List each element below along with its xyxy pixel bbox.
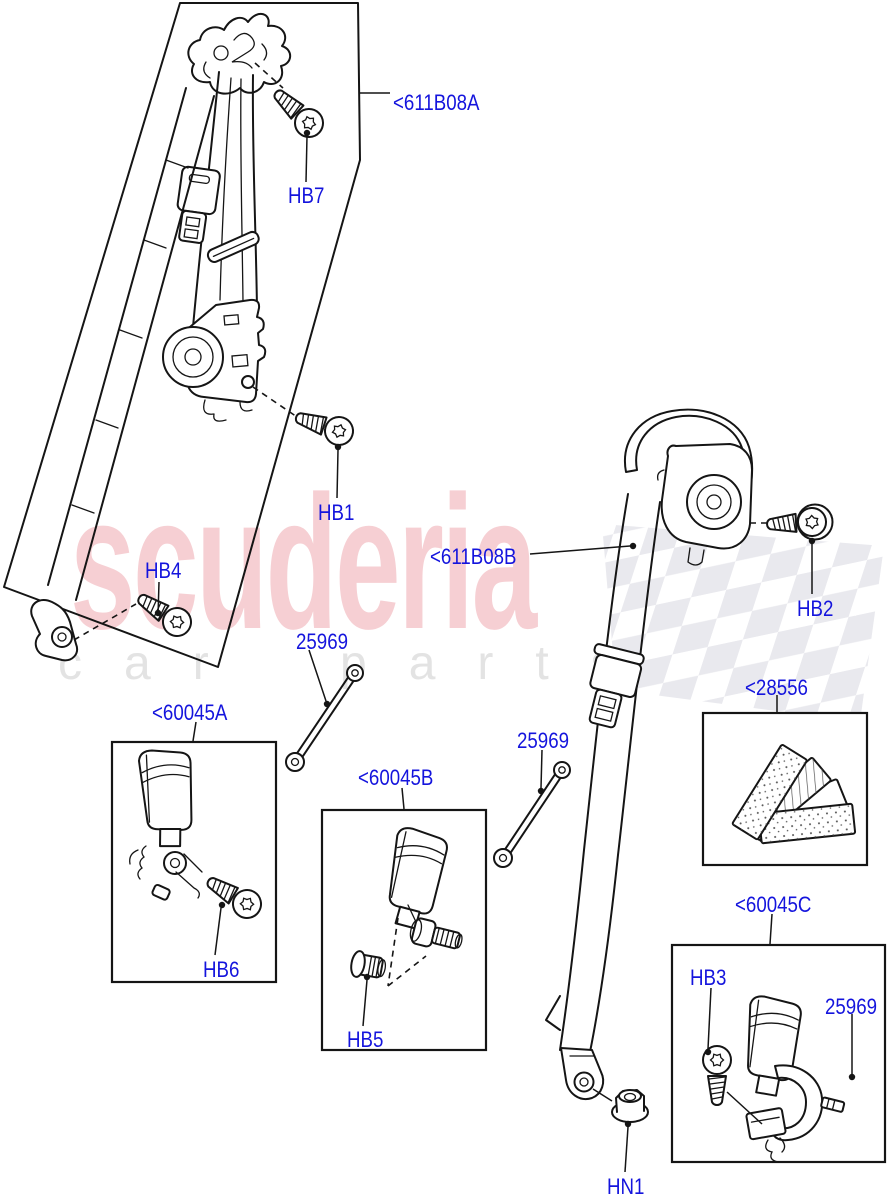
part-label-25969-mid[interactable]: 25969 (517, 728, 570, 753)
buckle-60045a (129, 745, 268, 925)
screw-hb4[interactable] (130, 584, 198, 643)
buckle-60045b (349, 825, 463, 987)
part-label-25969-left[interactable]: 25969 (296, 629, 349, 654)
part-label-hb3[interactable]: HB3 (690, 965, 727, 990)
part-label-25969-right[interactable]: 25969 (825, 994, 878, 1019)
front-seatbelt-assembly[interactable] (30, 12, 358, 662)
link-25969-left[interactable] (285, 664, 364, 772)
rear-belt-tongue (588, 643, 645, 729)
buckle-60045c (702, 994, 846, 1163)
part-label-28556[interactable]: <28556 (745, 675, 808, 700)
part-label-hb7[interactable]: HB7 (288, 183, 325, 208)
part-label-hn1[interactable]: HN1 (607, 1174, 645, 1199)
link-25969-mid[interactable] (493, 761, 571, 868)
part-label-60045c[interactable]: <60045C (735, 892, 812, 917)
front-belt-enclosure (3, 2, 361, 668)
part-label-hb1[interactable]: HB1 (318, 500, 355, 525)
screw-hb7[interactable] (265, 81, 330, 144)
screw-hb1[interactable] (290, 402, 358, 450)
rear-seatbelt-assembly[interactable] (545, 408, 834, 1123)
brand-watermark: scuderia (70, 457, 537, 669)
front-belt-lower-anchor (30, 598, 78, 662)
kit-box-60045a[interactable] (110, 740, 278, 984)
part-label-611b08b[interactable]: <611B08B (430, 544, 517, 569)
front-belt-tongue (176, 165, 221, 244)
part-label-hb4[interactable]: HB4 (145, 558, 182, 583)
checkered-flag-watermark (602, 524, 884, 722)
leader-lines (154, 92, 856, 1173)
nut-hn1[interactable] (611, 1089, 649, 1123)
bolt-hb5[interactable] (349, 950, 387, 982)
part-label-hb2[interactable]: HB2 (797, 596, 834, 621)
pad-sheets (731, 743, 857, 845)
part-label-60045b[interactable]: <60045B (358, 765, 434, 790)
brand-watermark-tagline: car parts (58, 637, 657, 690)
screw-hb2[interactable] (765, 506, 828, 540)
part-label-hb6[interactable]: HB6 (203, 957, 240, 982)
part-label-611b08a[interactable]: <611B08A (393, 90, 480, 115)
part-label-60045a[interactable]: <60045A (152, 700, 228, 725)
part-label-hb5[interactable]: HB5 (347, 1027, 384, 1052)
